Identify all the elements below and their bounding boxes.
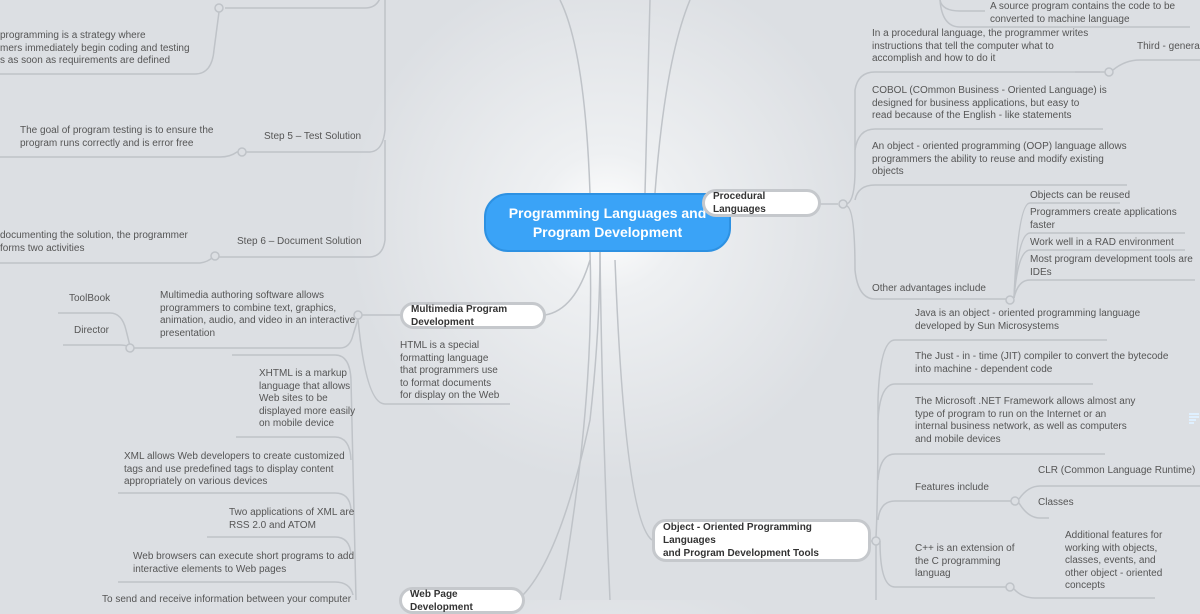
cpp-additional-text: Additional features for working with obj…	[1065, 530, 1163, 591]
jit-text: The Just ‐ in ‐ time (JIT) compiler to c…	[915, 351, 1169, 375]
step5-label[interactable]: Step 5 – Test Solution	[264, 131, 362, 142]
classes-label: Classes	[1038, 497, 1074, 508]
documenting-text: documenting the solution, the programmer…	[0, 230, 188, 254]
central-title: Programming Languages and Program Develo…	[508, 204, 707, 240]
topic-procedural-languages[interactable]: Procedural Languages	[702, 189, 821, 217]
html-text: HTML is a special formatting language th…	[400, 340, 500, 401]
adv-rad: Work well in a RAD environment	[1030, 237, 1174, 248]
topic-oop-languages[interactable]: Object ‐ Oriented Programming Languages …	[652, 519, 871, 562]
other-advantages-label[interactable]: Other advantages include	[872, 283, 986, 294]
browsers-text: Web browsers can execute short programs …	[133, 551, 355, 575]
director-label[interactable]: Director	[74, 325, 110, 336]
clr-label: CLR (Common Language Runtime)	[1038, 465, 1196, 476]
adv-reused: Objects can be reused	[1030, 190, 1131, 201]
send-receive-text: To send and receive information between …	[102, 594, 352, 605]
features-label[interactable]: Features include	[915, 482, 989, 493]
xp-text: programming is a strategy where mers imm…	[0, 30, 190, 66]
dotnet-text: The Microsoft .NET Framework allows almo…	[915, 396, 1136, 445]
topic-web-page-development[interactable]: Web Page Development	[399, 587, 525, 614]
toolbook-label[interactable]: ToolBook	[69, 293, 111, 304]
adv-ides: Most program development tools are IDEs	[1030, 254, 1193, 278]
adv-faster: Programmers create applications faster	[1030, 207, 1177, 231]
xml-text: XML allows Web developers to create cust…	[124, 451, 345, 487]
topic-multimedia-program-development[interactable]: Multimedia Program Development	[400, 302, 546, 329]
central-topic[interactable]: Programming Languages and Program Develo…	[484, 193, 1199, 424]
xml-apps-text: Two applications of XML are RSS 2.0 and …	[229, 507, 355, 531]
cobol-text: COBOL (COmmon Business ‐ Oriented Langua…	[872, 85, 1107, 121]
source-program-text: A source program contains the code to be…	[990, 1, 1176, 25]
multimedia-desc: Multimedia authoring software allows pro…	[160, 290, 356, 339]
procedural-desc: In a procedural language, the programmer…	[872, 28, 1089, 64]
connector-lines	[0, 0, 1200, 600]
xhtml-text: XHTML is a markup language that allows W…	[259, 368, 356, 429]
testing-goal-text: The goal of program testing is to ensure…	[20, 125, 214, 149]
oop-desc: An object ‐ oriented programming (OOP) l…	[872, 141, 1127, 177]
java-text: Java is an object ‐ oriented programming…	[915, 308, 1141, 332]
cpp-text[interactable]: C++ is an extension of the C programming…	[915, 543, 1015, 579]
third-generation-label[interactable]: Third ‐ genera	[1137, 41, 1200, 52]
step6-label[interactable]: Step 6 – Document Solution	[237, 236, 362, 247]
notes-icon[interactable]	[1189, 413, 1199, 424]
codes-text: codes	[957, 0, 984, 5]
